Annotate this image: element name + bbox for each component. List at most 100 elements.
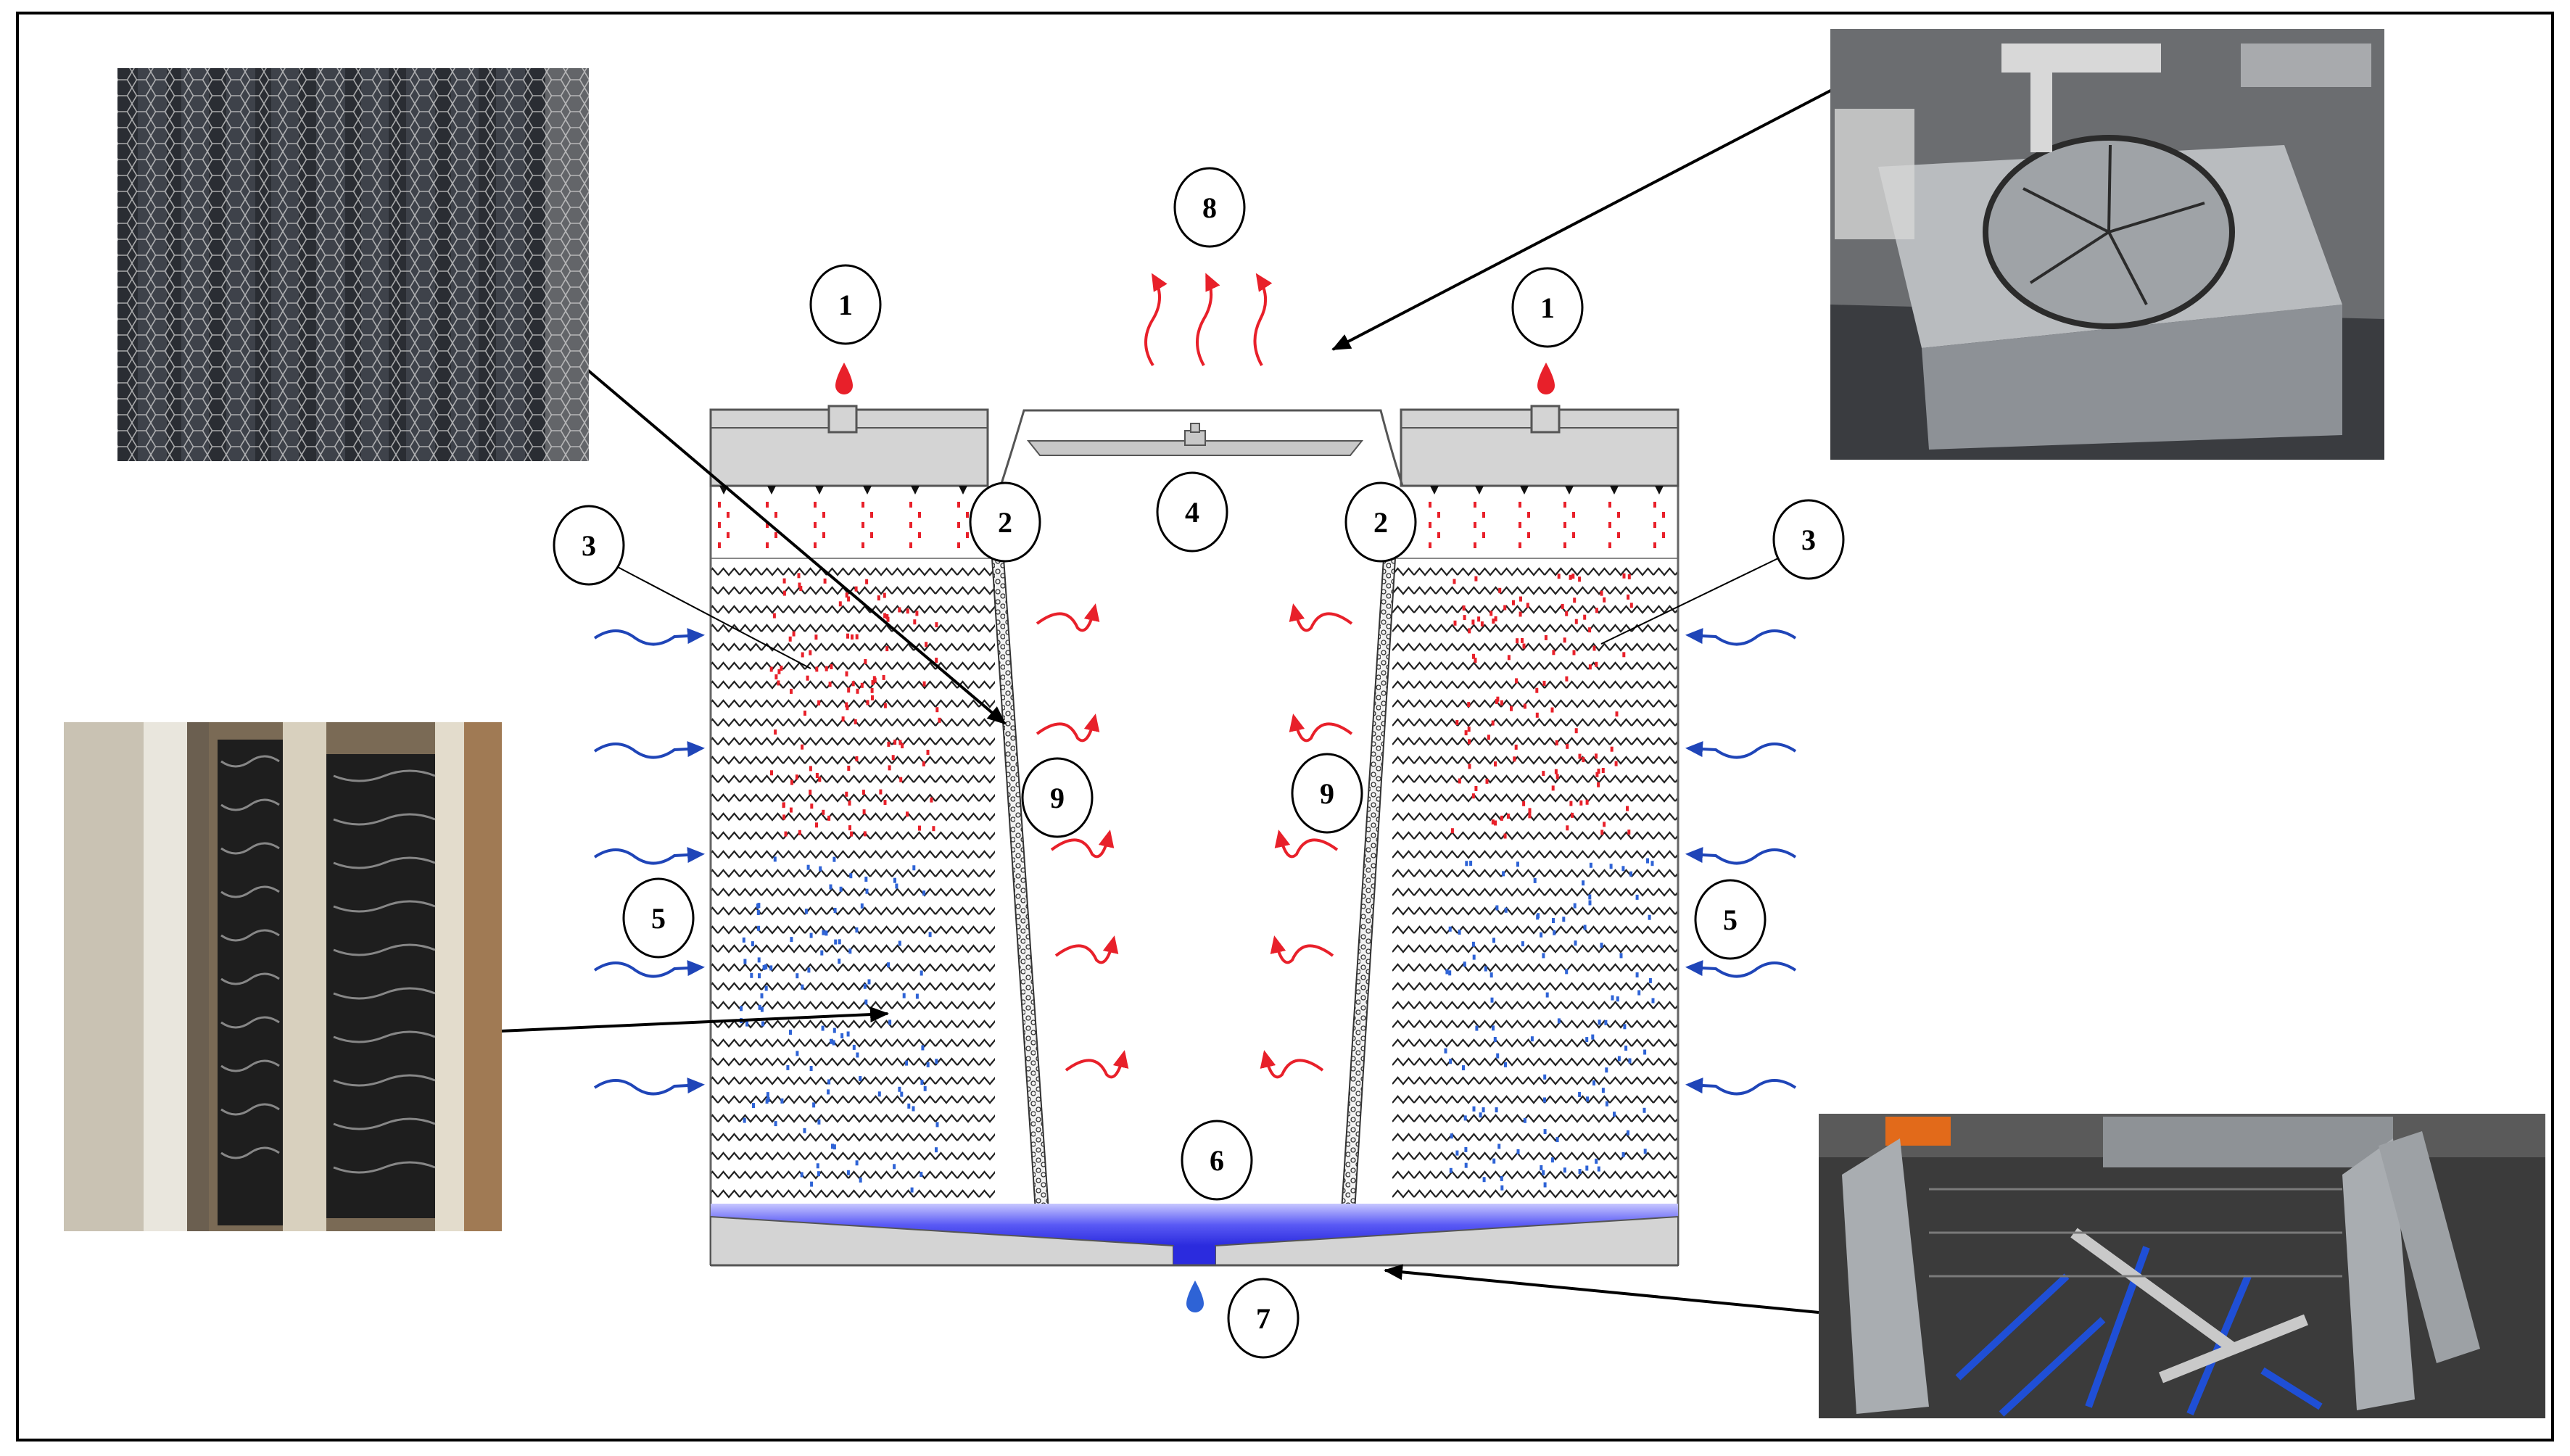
fill-drop: [803, 1128, 806, 1133]
fill-drop: [1474, 658, 1477, 663]
fill-drop: [780, 666, 783, 671]
fill-drop: [817, 1119, 821, 1125]
fan-unit-photo-icon: [1830, 29, 2384, 460]
fill-drop: [1516, 1149, 1520, 1154]
fill-drop: [846, 705, 849, 711]
fill-drop: [935, 707, 939, 713]
fill-drop: [1627, 594, 1630, 600]
fill-drop: [1490, 997, 1494, 1003]
fill-drop: [1474, 576, 1478, 582]
fill-drop: [1516, 861, 1519, 867]
fill-drop: [870, 687, 874, 693]
fill-drop: [913, 619, 917, 625]
fill-drop: [1578, 1169, 1582, 1174]
fill-drop: [788, 636, 792, 642]
fill-drop: [847, 596, 851, 602]
fill-drop: [860, 903, 864, 909]
spray-drop: [822, 532, 825, 538]
spray-drop: [862, 542, 864, 548]
dismantled-parts-photo-icon: [1819, 1114, 2545, 1418]
basin-outlet: [1173, 1246, 1215, 1265]
fill-drop: [1573, 903, 1577, 909]
fill-drop: [812, 1102, 816, 1108]
fill-drop: [1482, 1107, 1485, 1113]
fill-drop: [871, 679, 875, 685]
fill-drop: [1600, 943, 1603, 948]
fill-drop: [806, 675, 809, 681]
spray-drop: [1563, 542, 1566, 548]
fill-drop: [1495, 1107, 1498, 1113]
fill-drop: [1449, 1167, 1453, 1173]
fill-drop: [1614, 761, 1618, 766]
fill-drop: [819, 866, 822, 872]
fill-drop: [855, 634, 859, 640]
callout-7-label: 7: [1256, 1302, 1270, 1335]
fill-drop: [801, 744, 804, 750]
fill-drop: [906, 608, 909, 614]
fill-drop: [848, 825, 851, 831]
fill-drop: [789, 1030, 792, 1035]
callout-2-right-label: 2: [1373, 506, 1388, 539]
fill-drop: [799, 586, 803, 591]
callout-1-left: 1: [809, 264, 882, 345]
fill-drop: [1555, 740, 1558, 745]
fill-drop: [1472, 653, 1475, 659]
fill-drop: [1492, 1158, 1496, 1164]
fill-drop: [905, 1060, 909, 1066]
fill-drop: [832, 1144, 836, 1150]
fill-drop: [928, 932, 932, 938]
fill-drop: [1444, 1048, 1447, 1054]
fill-drop: [1521, 941, 1524, 947]
fill-drop: [1542, 680, 1546, 686]
fill-drop: [815, 822, 818, 828]
fill-drop: [1543, 1182, 1547, 1188]
fill-drop: [902, 993, 906, 998]
water-droplets-in-fill: [740, 573, 1655, 1193]
spray-zone-right: [1392, 487, 1678, 558]
fill-drop: [845, 671, 848, 677]
fill-drop: [1489, 611, 1493, 616]
fill-drop: [740, 1006, 743, 1012]
fill-drop: [920, 1172, 923, 1178]
spray-drop: [1474, 502, 1476, 508]
fill-drop: [1496, 1053, 1500, 1059]
callout-5-left-label: 5: [651, 902, 666, 935]
fill-drop: [1627, 830, 1631, 835]
fill-drop: [1603, 597, 1606, 603]
spray-drop: [1474, 522, 1476, 528]
fill-drop: [790, 937, 793, 943]
fill-drop: [1487, 735, 1490, 740]
fill-drop: [1482, 1177, 1486, 1183]
fill-drop: [898, 1086, 901, 1092]
fill-drop: [815, 666, 819, 672]
fill-drop: [1635, 972, 1639, 977]
spray-drop: [774, 532, 777, 538]
fill-drop: [1586, 1096, 1590, 1102]
fill-drop: [1526, 603, 1529, 608]
fill-drop: [832, 1027, 836, 1033]
fill-drop: [885, 613, 889, 619]
fill-drop: [1588, 664, 1592, 670]
fill-drop: [1462, 1065, 1465, 1071]
fill-drop: [809, 766, 812, 772]
fill-drop: [862, 809, 866, 815]
fill-drop: [851, 681, 855, 687]
exhaust-air-arrows: [1144, 273, 1273, 367]
fill-drop: [1542, 771, 1545, 777]
callout-8-label: 8: [1202, 191, 1217, 224]
spray-drop: [1437, 532, 1440, 538]
fill-drop: [1465, 861, 1468, 866]
fill-drop: [848, 948, 852, 954]
fill-drop: [1535, 687, 1539, 693]
spray-drop: [1429, 542, 1431, 548]
fill-drop: [1485, 778, 1489, 784]
fill-drop: [846, 1031, 850, 1037]
fill-drop: [1627, 574, 1631, 579]
spray-drop: [918, 512, 921, 518]
fill-drop: [838, 959, 841, 964]
fill-drop: [817, 1171, 820, 1177]
spray-drop: [766, 522, 769, 528]
fill-drop: [1494, 820, 1497, 826]
fill-drop: [899, 777, 903, 782]
fill-drop: [1598, 1019, 1601, 1025]
